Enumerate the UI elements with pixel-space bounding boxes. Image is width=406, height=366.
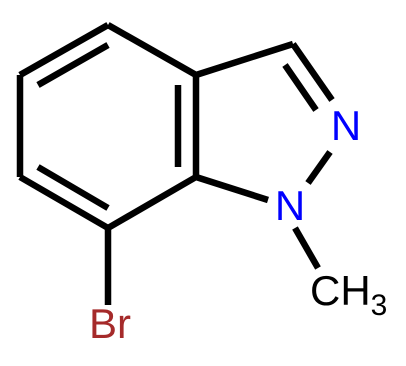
bond-c3-n2-inner xyxy=(282,63,319,112)
bond-c4-c5-inner xyxy=(36,42,110,88)
atom-labels: N N Br CH3 xyxy=(89,102,387,347)
bond-n1-c7a xyxy=(195,173,269,204)
bonds xyxy=(16,22,335,305)
atom-n2-label: N xyxy=(331,102,361,149)
bond-c3a-c3 xyxy=(195,40,294,79)
atom-methyl-label: CH3 xyxy=(310,267,387,322)
atom-n1-label: N xyxy=(275,182,305,229)
bond-n2-n1 xyxy=(305,150,333,185)
methyl-subscript: 3 xyxy=(371,289,388,322)
bond-c3a-c4 xyxy=(106,22,198,78)
bond-n1-methyl xyxy=(292,226,321,270)
bond-c3-n2 xyxy=(290,42,335,102)
bond-c6-c7-inner xyxy=(36,164,110,211)
bond-c4-c5 xyxy=(18,22,110,78)
bond-c7-c7a xyxy=(106,174,198,231)
methyl-ch: CH xyxy=(310,267,371,314)
atom-br-label: Br xyxy=(89,300,131,347)
bond-c6-c7 xyxy=(18,174,110,231)
